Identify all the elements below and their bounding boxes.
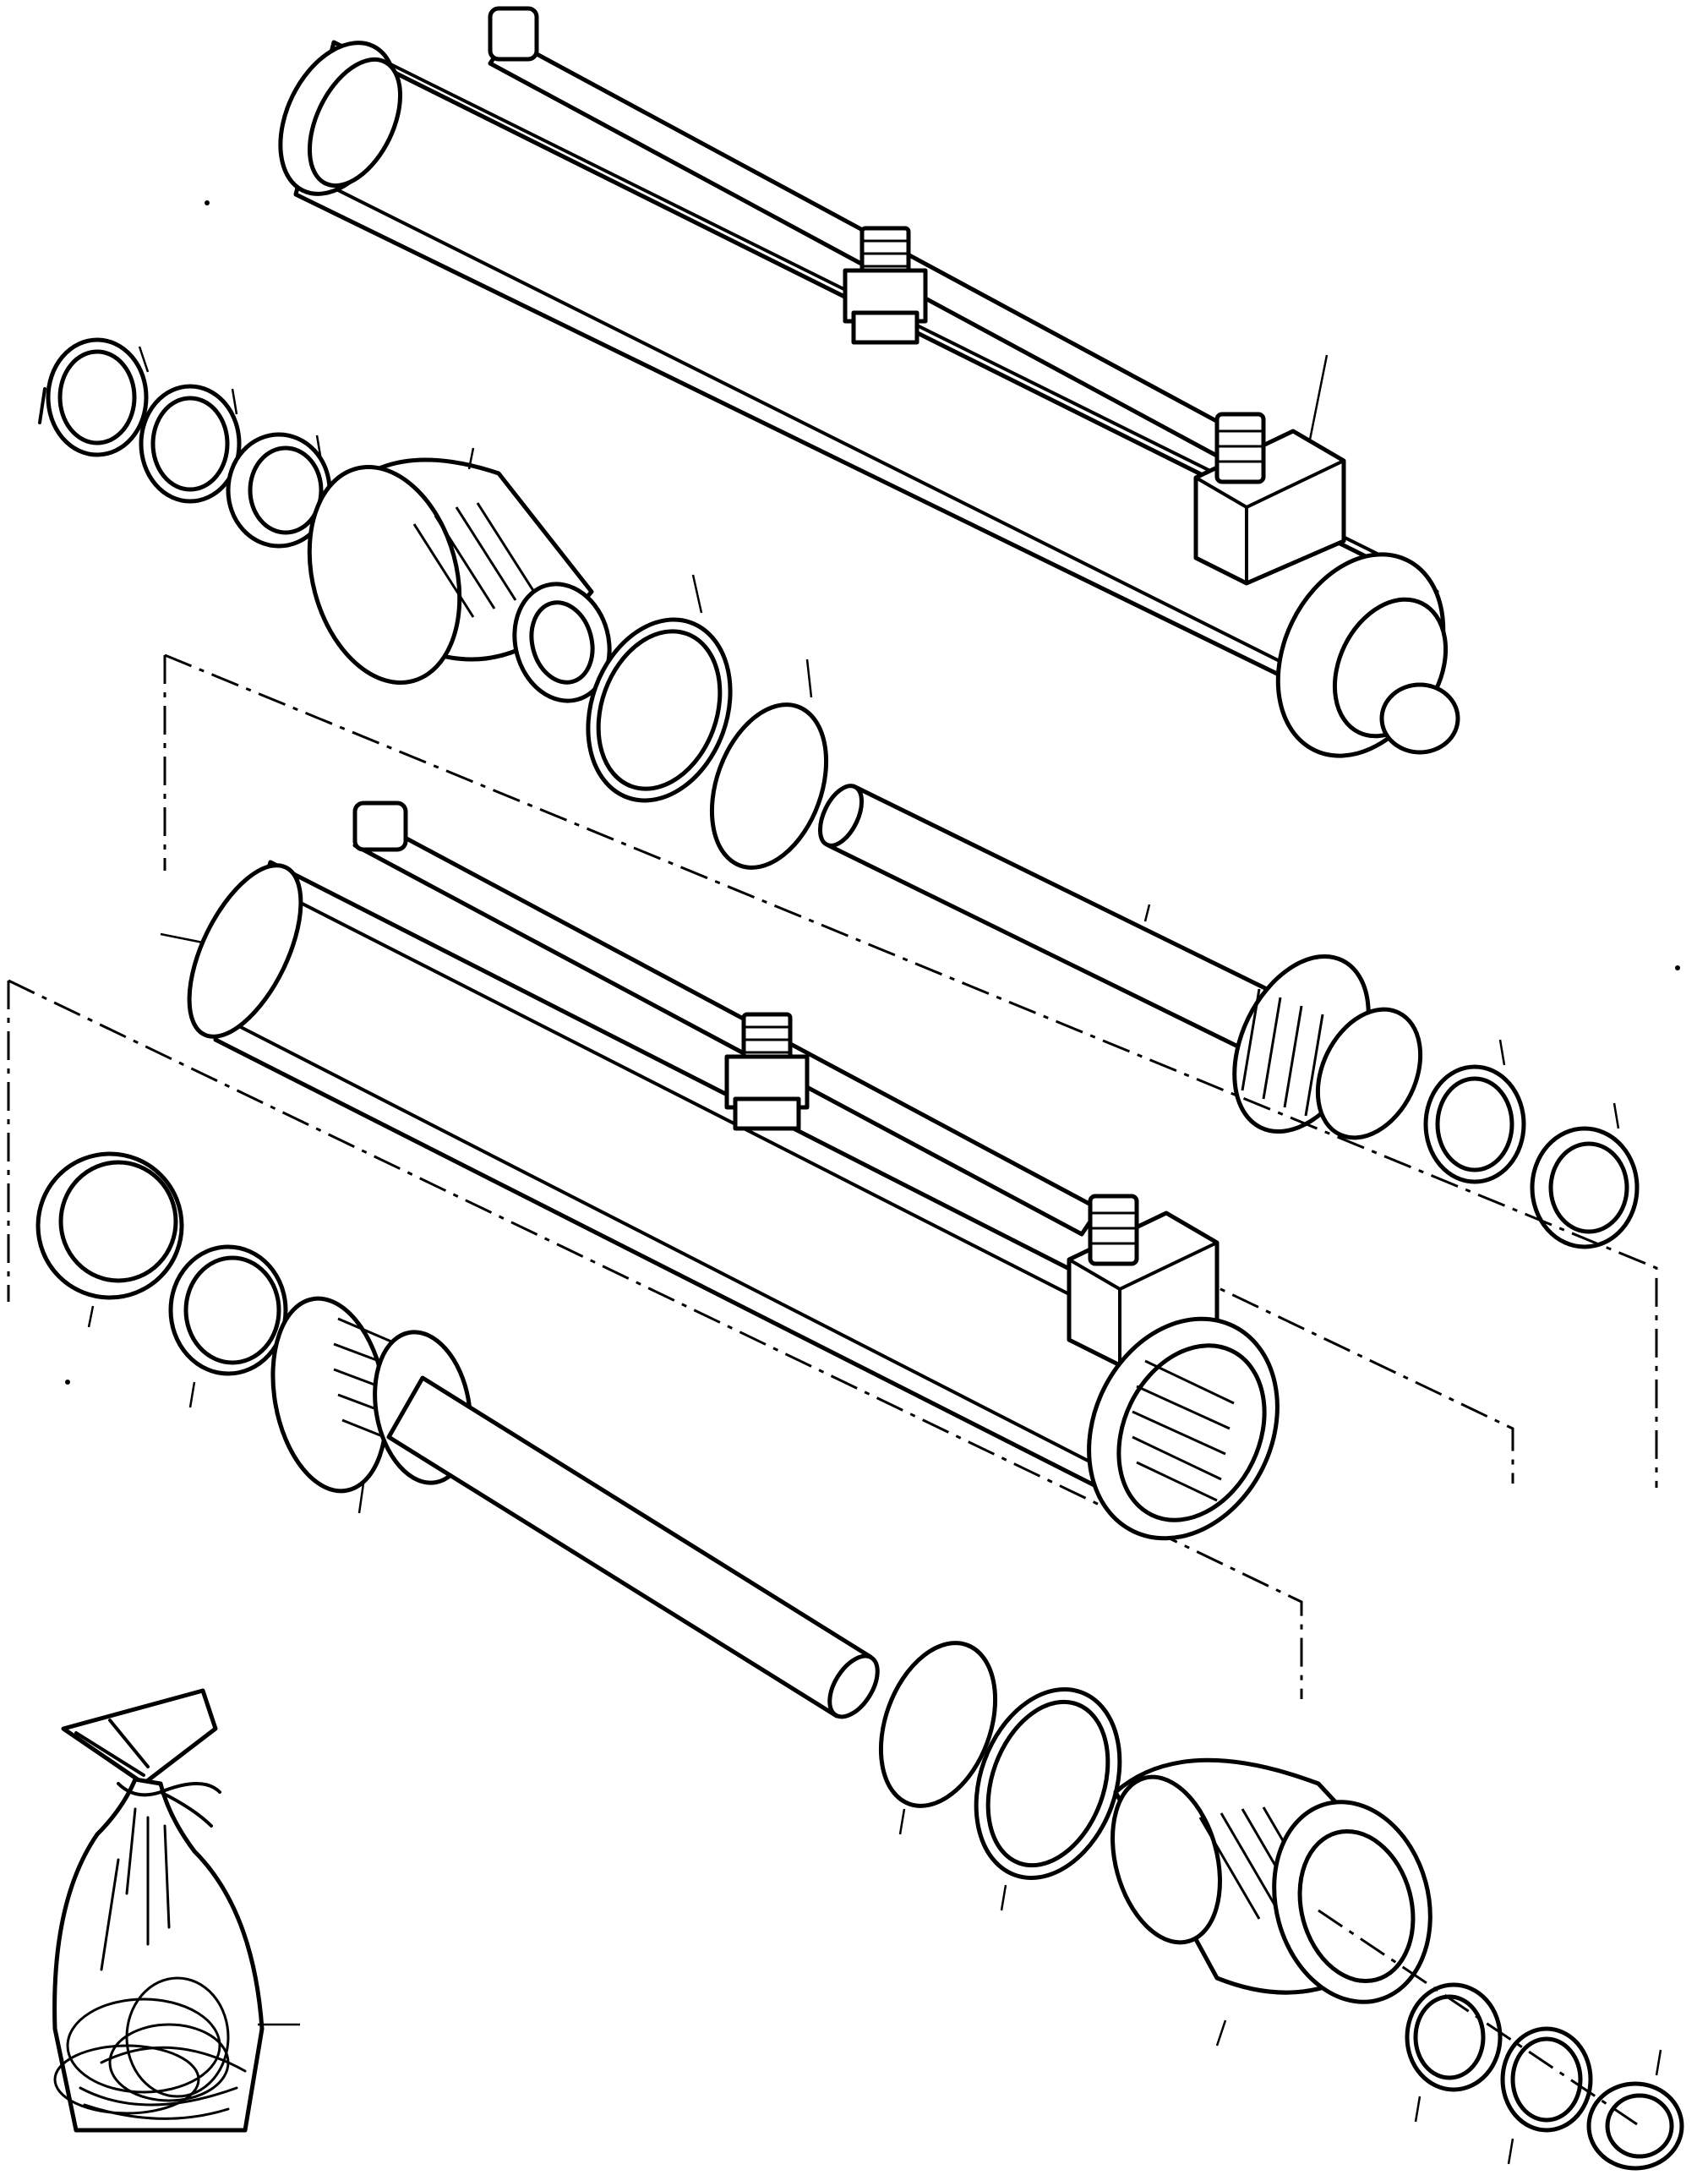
- leader-line: [1308, 354, 1329, 440]
- lower-gland-center-line: [1318, 1909, 1640, 2128]
- lower-wiper-ring: [1586, 2049, 1684, 2171]
- upper-cylinder-assembly: [278, 6, 1460, 758]
- upper-piston-seal-ring: [1426, 1039, 1524, 1182]
- lower-barrel-threaded-mouth: [1087, 1316, 1280, 1541]
- upper-port-fitting-center: [843, 226, 928, 345]
- upper-backup-ring: [141, 386, 239, 501]
- upper-wiper-ring: [38, 340, 146, 455]
- lower-gland-nut: [1110, 1757, 1432, 2047]
- upper-o-ring: [709, 659, 829, 870]
- seal-kit-bag: [52, 1688, 300, 2133]
- lower-oil-transfer-tube: [352, 801, 1101, 1237]
- lower-piston-parts: [35, 1151, 880, 1719]
- alignment-center-lines: [7, 653, 1658, 1699]
- upper-gland-parts: [38, 340, 829, 870]
- print-specks: [65, 200, 1680, 1385]
- lower-o-ring: [878, 1641, 998, 1835]
- upper-piston-head: [1232, 954, 1423, 1140]
- upper-static-seal-large: [586, 574, 733, 803]
- lower-gland-parts: [878, 1641, 1684, 2171]
- leader-lines: [138, 346, 323, 462]
- lower-wear-ring: [35, 1151, 184, 1328]
- upper-piston-rod: [817, 784, 1423, 1140]
- lower-backup-ring: [1500, 2026, 1593, 2165]
- lower-piston-seal-ring: [168, 1244, 288, 1408]
- lower-port-fitting-center: [724, 1012, 810, 1131]
- upper-cylinder-barrel: [278, 40, 1439, 730]
- leader-line: [1143, 904, 1151, 922]
- upper-gland-nut: [307, 447, 612, 703]
- lower-rod-seal: [1405, 1982, 1503, 2123]
- upper-piston-wear-ring: [1530, 1102, 1640, 1249]
- lower-static-seal-large: [974, 1687, 1122, 1911]
- lower-piston-rod: [386, 1375, 880, 1719]
- upper-rod-end-cap: [1275, 552, 1460, 758]
- upper-rod-seal: [226, 432, 332, 549]
- lower-cylinder-assembly: [160, 801, 1280, 1541]
- upper-port-block: [1193, 412, 1346, 586]
